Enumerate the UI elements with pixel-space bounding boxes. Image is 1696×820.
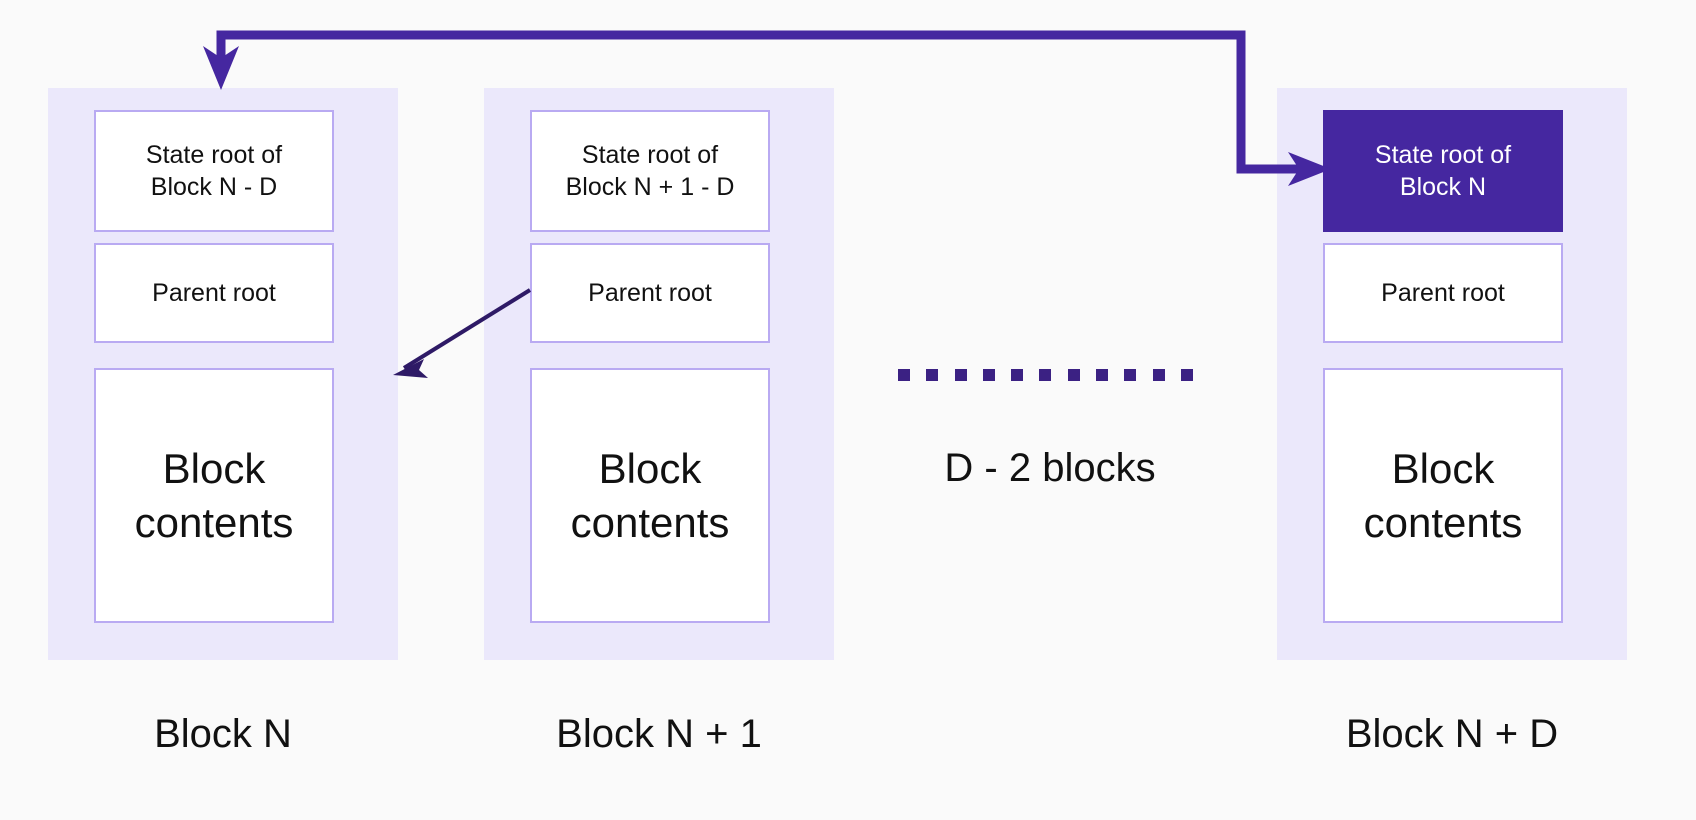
card-state-root-label: State root of Block N (1374, 141, 1512, 201)
block-column-block-n-plus-d: State root of Block N Parent root Block … (1277, 88, 1627, 660)
card-parent-root-label: Parent root (152, 279, 276, 307)
card-state-root-block-n-plus-1[interactable]: State root of Block N + 1 - D (530, 110, 770, 232)
card-block-contents-block-n-plus-d[interactable]: Block contents (1323, 368, 1563, 623)
card-block-contents-block-n[interactable]: Block contents (94, 368, 334, 623)
card-block-contents-label: Block contents (570, 444, 730, 546)
card-state-root-block-n-plus-d[interactable]: State root of Block N (1323, 110, 1563, 232)
dot (1124, 369, 1137, 381)
dot (1180, 369, 1193, 381)
arrow-state-root-feedback-head-down (203, 46, 239, 90)
card-parent-root-block-n-plus-1[interactable]: Parent root (530, 243, 770, 343)
dot (954, 369, 967, 381)
card-state-root-block-n[interactable]: State root of Block N - D (94, 110, 334, 232)
block-column-block-n: State root of Block N - D Parent root Bl… (48, 88, 398, 660)
card-parent-root-block-n[interactable]: Parent root (94, 243, 334, 343)
dot (926, 369, 939, 381)
card-state-root-label: State root of Block N + 1 - D (565, 141, 735, 201)
ellipsis-dots (898, 369, 1193, 381)
dot (1067, 369, 1080, 381)
dot (1152, 369, 1165, 381)
column-label-block-n-plus-1: Block N + 1 (556, 712, 762, 756)
gap-caption: D - 2 blocks (944, 446, 1156, 490)
card-parent-root-label: Parent root (1381, 279, 1505, 307)
card-state-root-label: State root of Block N - D (145, 141, 283, 201)
block-column-block-n-plus-1: State root of Block N + 1 - D Parent roo… (484, 88, 834, 660)
dot (1039, 369, 1052, 381)
card-parent-root-block-n-plus-d[interactable]: Parent root (1323, 243, 1563, 343)
column-label-block-n: Block N (154, 712, 292, 756)
card-block-contents-block-n-plus-1[interactable]: Block contents (530, 368, 770, 623)
column-label-block-n-plus-d: Block N + D (1345, 712, 1559, 756)
dot (982, 369, 995, 381)
arrow-parent-link-head (393, 359, 428, 378)
dot (1011, 369, 1024, 381)
dot (1096, 369, 1109, 381)
card-block-contents-label: Block contents (1363, 444, 1523, 546)
dot (898, 369, 910, 381)
card-parent-root-label: Parent root (588, 279, 712, 307)
card-block-contents-label: Block contents (134, 444, 294, 546)
